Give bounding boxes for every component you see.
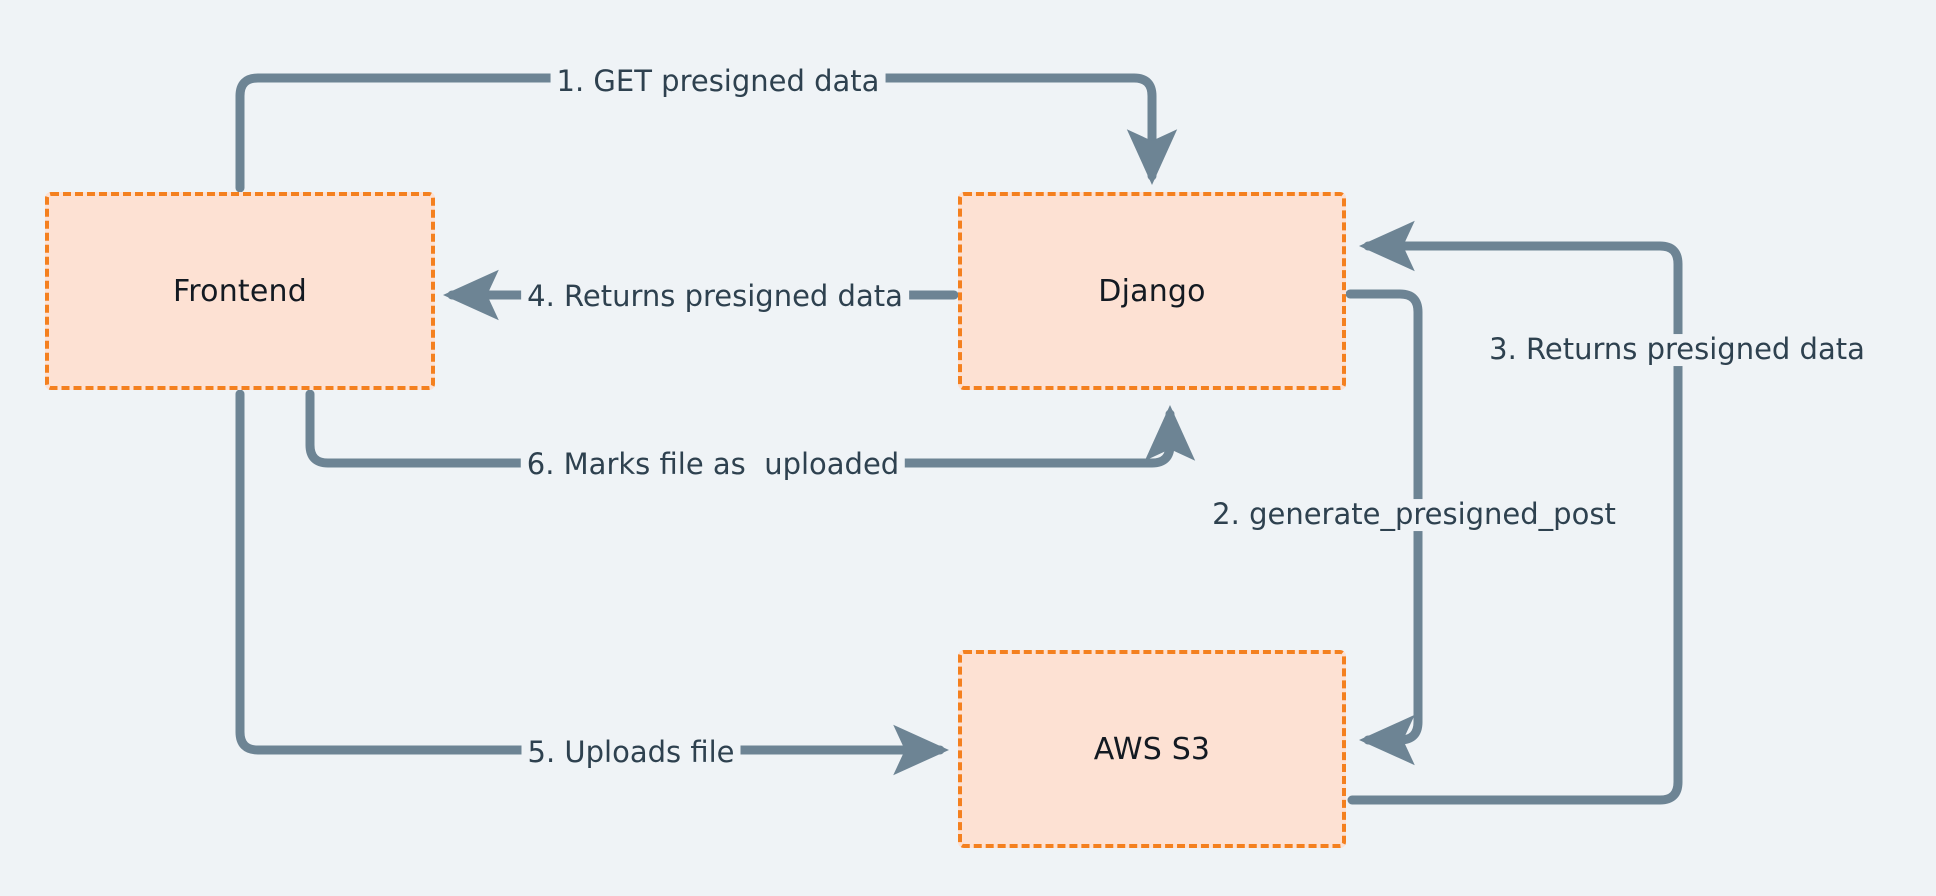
node-django[interactable]: Django xyxy=(958,192,1346,390)
edge-label-5: 5. Uploads file xyxy=(521,736,741,769)
node-frontend[interactable]: Frontend xyxy=(45,192,435,390)
connector-5-uploads-file xyxy=(235,389,950,776)
node-aws-s3-label: AWS S3 xyxy=(1093,731,1211,767)
node-django-label: Django xyxy=(1098,273,1206,309)
edge-label-4: 4. Returns presigned data xyxy=(521,280,909,313)
edge-label-3: 3. Returns presigned data xyxy=(1483,333,1871,366)
node-aws-s3[interactable]: AWS S3 xyxy=(958,650,1346,848)
edge-label-1: 1. GET presigned data xyxy=(550,65,886,98)
edge-label-2: 2. generate_presigned_post xyxy=(1206,498,1622,531)
edge-label-6: 6. Marks file as uploaded xyxy=(520,448,906,481)
node-frontend-label: Frontend xyxy=(173,273,307,309)
connector-3-returns-presigned-data xyxy=(1347,220,1683,805)
